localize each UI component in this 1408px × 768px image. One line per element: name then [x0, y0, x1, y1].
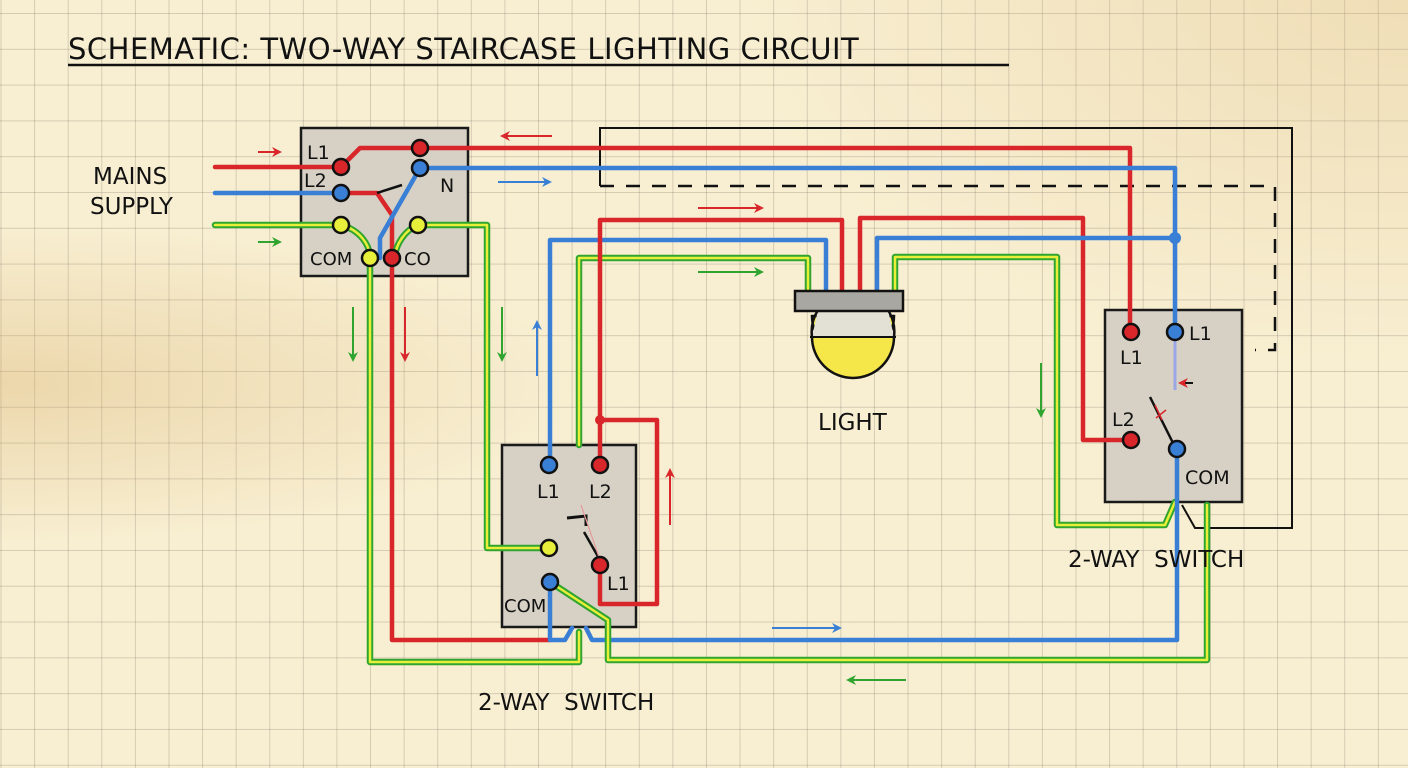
switch-right-blade: [1148, 396, 1177, 448]
switch-bottom-internals: [566, 504, 602, 561]
jb-terminal-n: [410, 158, 430, 178]
jb-label-l1: L1: [307, 142, 330, 164]
jb-terminal-co: [382, 248, 402, 268]
jb-live-drop: [338, 190, 553, 643]
strapper-loop: [597, 417, 660, 607]
sr-terminal-l2: [1121, 430, 1141, 450]
switch-right-title: 2-WAY SWITCH: [1068, 547, 1244, 573]
light-label: LIGHT: [818, 410, 888, 436]
sb-terminal-l2: [590, 455, 610, 475]
outer-frame-line: [599, 127, 1293, 529]
jb-terminal-earth-in: [331, 215, 351, 235]
sb-label-com: COM: [504, 596, 546, 617]
jb-neutral-link: [377, 165, 423, 261]
switch-bottom-blade: [582, 531, 602, 561]
sr-label-l1-blue: L1: [1189, 323, 1212, 345]
light-neutral-left: [547, 237, 829, 468]
page-title: SCHEMATIC: TWO-WAY STAIRCASE LIGHTING CI…: [68, 32, 859, 66]
jb-label-com: COM: [310, 249, 352, 270]
sr-terminal-l1-blue: [1165, 322, 1185, 342]
jb-switch-blade: [376, 183, 403, 195]
junction-box-terminals: [331, 138, 430, 268]
jb-terminal-live-out: [410, 138, 430, 158]
sb-label-l2: L2: [589, 481, 612, 503]
labels: MAINS SUPPLY L1 L2 N COM CO L1 L2 L1 COM…: [90, 142, 1244, 716]
sr-label-l2: L2: [1112, 409, 1135, 431]
bottom-neutral-run: [547, 447, 1180, 643]
junction-box-wiring: [337, 145, 1178, 666]
sr-terminal-l1-red: [1121, 322, 1141, 342]
flow-arrows: [258, 131, 1046, 685]
bottom-runs: [546, 447, 1211, 664]
jb-terminal-com: [360, 248, 380, 268]
lamp-holder: [793, 289, 905, 313]
light-neutral-right: [874, 235, 1178, 295]
top-neutral-run: [417, 165, 1178, 333]
sr-label-l1-red: L1: [1120, 347, 1143, 369]
sr-terminal-com: [1167, 439, 1187, 459]
light-live-left: [597, 217, 845, 468]
switch-bottom-title: 2-WAY SWITCH: [478, 690, 654, 716]
jb-terminal-l1: [331, 157, 351, 177]
neutral-junction-dot: [1169, 232, 1181, 244]
jb-label-co: CO: [404, 249, 431, 270]
mains-label-line1: MAINS: [93, 164, 167, 190]
dashed-enclosure-line: [600, 184, 1277, 352]
jb-label-n: N: [440, 175, 454, 197]
mains-label-line2: SUPPLY: [90, 194, 174, 220]
switch-right-terminals: [1121, 232, 1187, 459]
sr-label-com: COM: [1185, 467, 1230, 489]
mains-input-wires: [211, 164, 345, 229]
light-live-right: [857, 215, 1133, 443]
jb-terminal-earth-out: [408, 215, 428, 235]
sb-terminal-com: [540, 572, 560, 592]
sb-terminal-earth: [539, 538, 559, 558]
jb-label-l2: L2: [304, 170, 327, 192]
light-wiring: [547, 215, 1179, 529]
sb-terminal-l1-side: [590, 555, 610, 575]
switch-bottom-pointer: [566, 514, 588, 526]
jb-terminal-l2: [331, 183, 351, 203]
sb-label-l1-side: L1: [607, 573, 630, 595]
sb-strapper-junction: [595, 415, 605, 425]
light-earth-left: [575, 254, 812, 449]
sb-terminal-l1: [539, 455, 559, 475]
light-fixture[interactable]: LIGHT: [793, 289, 905, 436]
switch-bottom-terminals: [539, 415, 610, 592]
sb-label-l1: L1: [537, 481, 560, 503]
title-block: SCHEMATIC: TWO-WAY STAIRCASE LIGHTING CI…: [68, 32, 1009, 67]
